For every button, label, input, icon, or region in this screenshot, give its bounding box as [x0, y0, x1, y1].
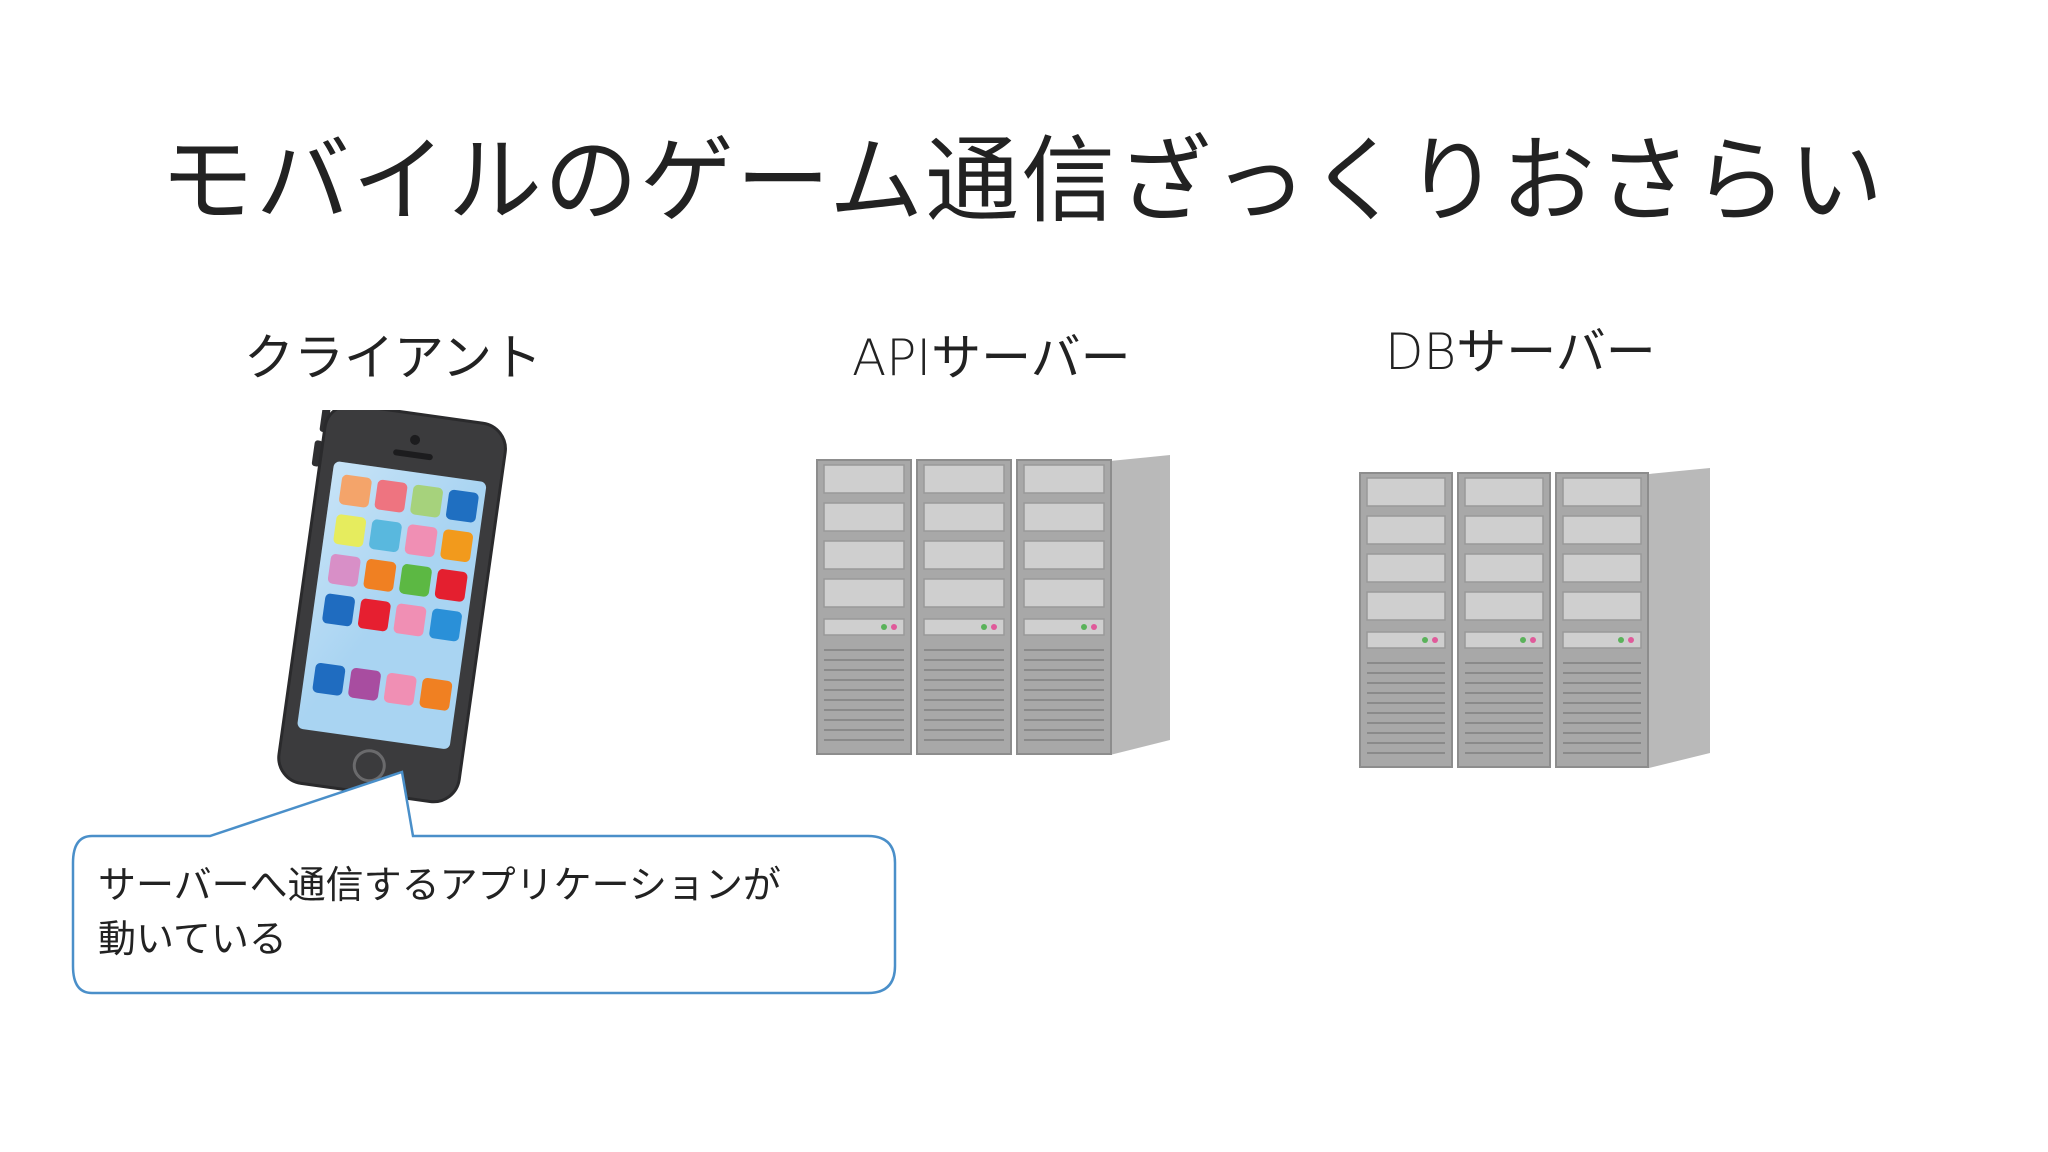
server-rack-icon — [1359, 468, 1710, 768]
server-rack-icon — [816, 455, 1170, 755]
callout-line-2: 動いている — [98, 917, 287, 961]
db-server-label: DBサーバー — [1385, 323, 1656, 381]
smartphone-icon — [277, 410, 507, 804]
slide-title: モバイルのゲーム通信ざっくりおさらい — [160, 127, 1886, 236]
client-label: クライアント — [244, 329, 542, 387]
callout-text: サーバーへ通信するアプリケーションが 動いている — [98, 858, 878, 966]
callout-line-1: サーバーへ通信するアプリケーションが — [98, 863, 781, 907]
api-server-label: APIサーバー — [852, 329, 1131, 387]
